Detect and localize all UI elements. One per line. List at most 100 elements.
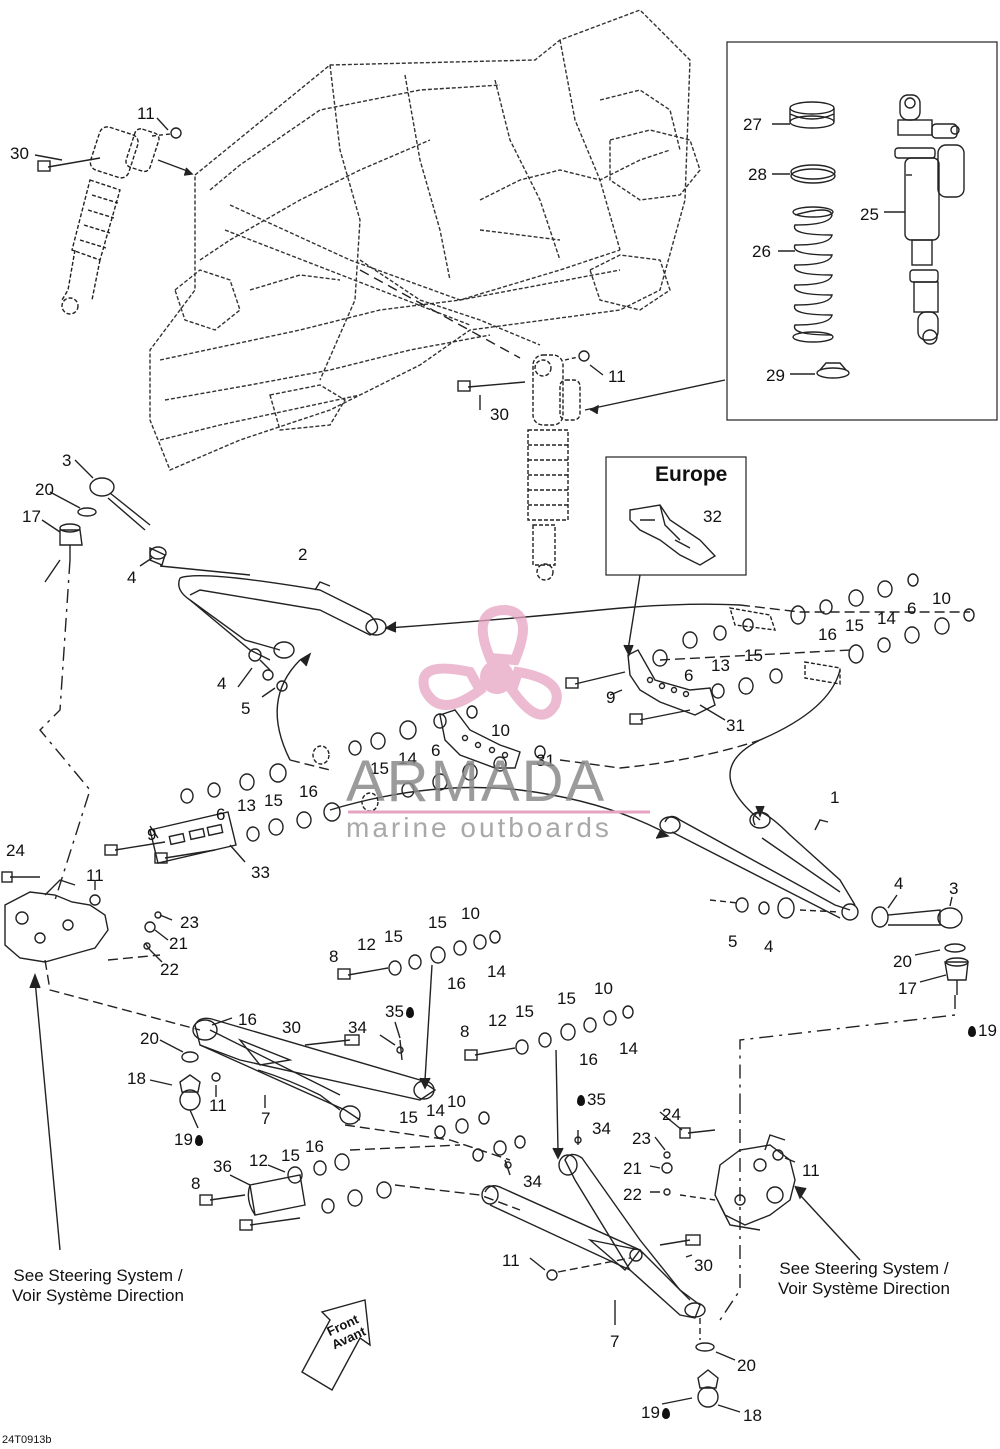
callout-c10d: 10 <box>594 980 613 997</box>
callout-number: 15 <box>557 989 576 1008</box>
callout-number: 7 <box>610 1332 620 1351</box>
callout-c15i: 15 <box>399 1109 418 1126</box>
callout-number: 32 <box>703 507 722 526</box>
callout-c9b: 9 <box>147 826 156 843</box>
callout-number: 24 <box>662 1105 681 1124</box>
callout-number: 4 <box>894 874 904 893</box>
callout-c23a: 23 <box>180 914 199 931</box>
callout-c21a: 21 <box>169 935 188 952</box>
callout-number: 15 <box>845 616 864 635</box>
callout-c27: 27 <box>743 116 762 133</box>
callout-number: 20 <box>140 1029 159 1048</box>
callout-number: 18 <box>743 1406 762 1425</box>
callout-number: 3 <box>62 451 72 470</box>
callout-c22b: 22 <box>623 1186 642 1203</box>
callout-number: 34 <box>592 1119 611 1138</box>
callout-c21b: 21 <box>623 1160 642 1177</box>
callout-c17a: 17 <box>22 508 41 525</box>
callout-number: 21 <box>623 1159 642 1178</box>
lubricant-drop-icon <box>661 1408 670 1419</box>
callout-c16a: 16 <box>818 626 837 643</box>
callout-number: 15 <box>428 913 447 932</box>
callout-number: 16 <box>305 1137 324 1156</box>
callout-number: 23 <box>180 913 199 932</box>
bushing-set-lower-left <box>180 705 546 842</box>
callout-c30d: 30 <box>694 1257 713 1274</box>
rear-shock-left <box>61 126 160 315</box>
callout-c8a: 8 <box>329 948 338 965</box>
callout-number: 16 <box>447 974 466 993</box>
callout-c3a: 3 <box>62 452 71 469</box>
callout-c26: 26 <box>752 243 771 260</box>
callout-c20d: 20 <box>737 1357 756 1374</box>
callout-c16b: 16 <box>299 783 318 800</box>
callout-number: 6 <box>431 741 441 760</box>
caption-right-line-2: Voir Système Direction <box>778 1279 950 1298</box>
callout-c20c: 20 <box>140 1030 159 1047</box>
callout-number: 2 <box>298 545 308 564</box>
callout-c16c: 16 <box>447 975 466 992</box>
callout-number: 7 <box>261 1109 271 1128</box>
callout-number: 10 <box>932 589 951 608</box>
callout-c6a: 6 <box>907 600 916 617</box>
upper-a-arm-right <box>659 811 859 921</box>
callout-number: 14 <box>426 1101 445 1120</box>
callout-number: 15 <box>384 927 403 946</box>
callout-number: 16 <box>238 1010 257 1029</box>
callout-number: 33 <box>251 863 270 882</box>
callout-c2: 2 <box>298 546 307 563</box>
lower-a-arm-left <box>192 1017 437 1125</box>
callout-c30a: 30 <box>10 145 29 162</box>
callout-number: 10 <box>461 904 480 923</box>
callout-number: 11 <box>802 1161 820 1180</box>
callout-number: 14 <box>398 749 417 768</box>
callout-c19b: 19 <box>174 1131 205 1148</box>
callout-number: 15 <box>399 1108 418 1127</box>
callout-c35b: 35 <box>575 1091 606 1108</box>
callout-c14b: 14 <box>398 750 417 767</box>
callout-number: 11 <box>502 1251 520 1270</box>
callout-c19a: 19 <box>966 1022 997 1039</box>
callout-c15h: 15 <box>515 1003 534 1020</box>
callout-number: 20 <box>737 1356 756 1375</box>
callout-c34b: 34 <box>592 1120 611 1137</box>
callout-c8b: 8 <box>460 1023 469 1040</box>
callout-c14c: 14 <box>487 963 506 980</box>
callout-c12a: 12 <box>357 936 376 953</box>
callout-number: 29 <box>766 366 785 385</box>
callout-c6c: 6 <box>431 742 440 759</box>
bolt-30-left <box>47 157 101 168</box>
callout-number: 26 <box>752 242 771 261</box>
callout-number: 10 <box>594 979 613 998</box>
callout-number: 6 <box>684 666 694 685</box>
callout-number: 19 <box>641 1403 660 1422</box>
callout-c5b: 5 <box>728 933 737 950</box>
callout-c11b: 11 <box>608 368 626 385</box>
callout-number: 6 <box>907 599 917 618</box>
callout-number: 8 <box>329 947 339 966</box>
callout-number: 30 <box>694 1256 713 1275</box>
callout-number: 12 <box>357 935 376 954</box>
callout-number: 24 <box>6 841 25 860</box>
caption-right: See Steering System / Voir Système Direc… <box>778 1259 950 1299</box>
callout-number: 4 <box>217 674 227 693</box>
callout-number: 11 <box>137 104 155 123</box>
callout-number: 31 <box>536 751 555 770</box>
callout-c15f: 15 <box>384 928 403 945</box>
callout-number: 22 <box>160 960 179 979</box>
callout-number: 16 <box>579 1050 598 1069</box>
callout-number: 17 <box>22 507 41 526</box>
callout-c33: 33 <box>251 864 270 881</box>
callout-number: 35 <box>385 1002 404 1021</box>
callout-c13b: 13 <box>237 797 256 814</box>
callout-c34a: 34 <box>348 1019 367 1036</box>
caption-right-line-1: See Steering System / <box>779 1259 949 1278</box>
callout-c4c: 4 <box>894 875 903 892</box>
callout-number: 36 <box>213 1157 232 1176</box>
shock-exploded <box>789 94 965 379</box>
callout-number: 15 <box>264 791 283 810</box>
callout-c11a: 11 <box>137 105 155 122</box>
callout-number: 19 <box>978 1021 997 1040</box>
callout-c13a: 13 <box>711 657 730 674</box>
lubricant-drop-icon <box>577 1095 585 1106</box>
